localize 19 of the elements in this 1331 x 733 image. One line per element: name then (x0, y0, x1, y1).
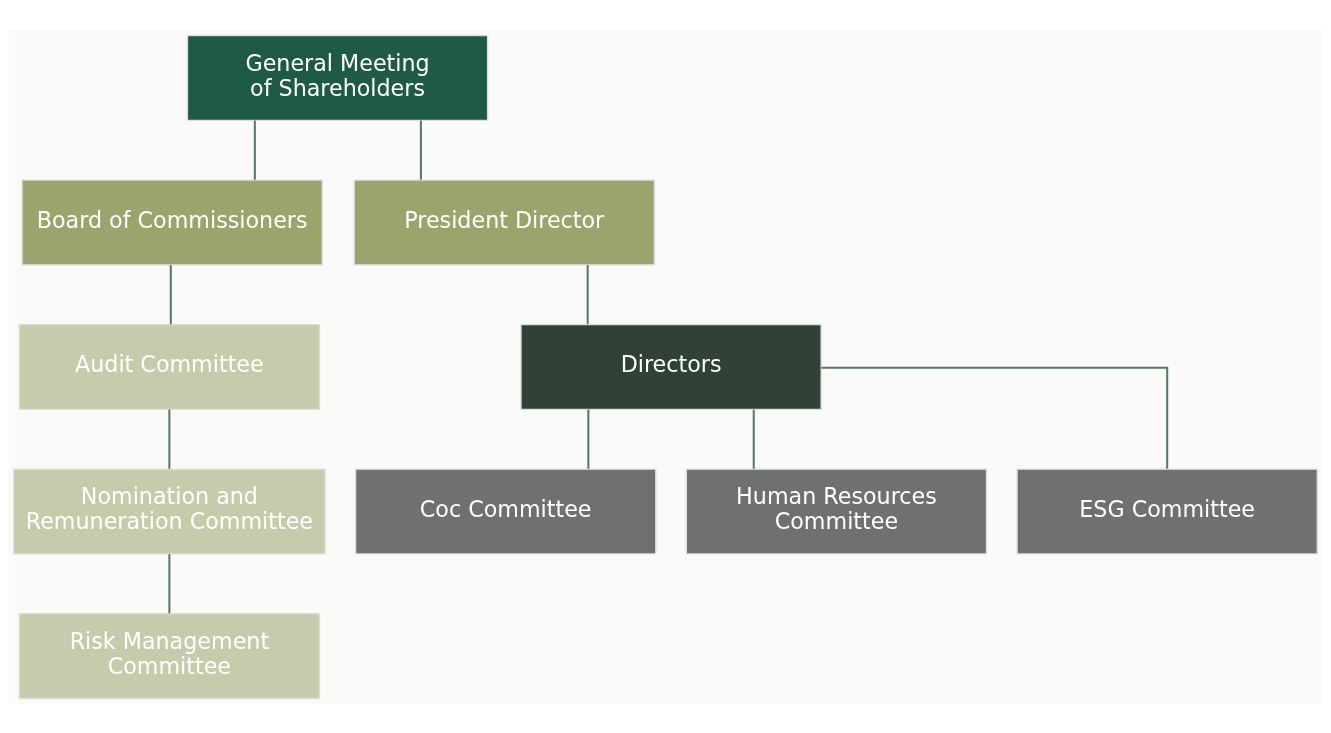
node-box: Directors (520, 323, 822, 410)
node-box: General Meeting of Shareholders (186, 34, 489, 121)
connector (169, 264, 172, 324)
connector (419, 120, 422, 180)
node-box: President Director (353, 178, 656, 266)
connector (168, 553, 171, 613)
connector (586, 264, 589, 324)
connector (253, 120, 256, 180)
connector (752, 409, 755, 469)
node-box: Board of Commissioners (21, 178, 323, 266)
node-box: Coc Committee (354, 467, 657, 555)
connector (587, 409, 590, 469)
node-box: Risk Management Committee (18, 612, 321, 699)
connector (168, 409, 171, 469)
node-box: Audit Committee (18, 323, 321, 410)
node-box: ESG Committee (1016, 467, 1318, 555)
node-box: Nomination and Remuneration Committee (13, 467, 326, 555)
connector (821, 366, 1169, 469)
node-box: Human Resources Committee (685, 467, 988, 555)
